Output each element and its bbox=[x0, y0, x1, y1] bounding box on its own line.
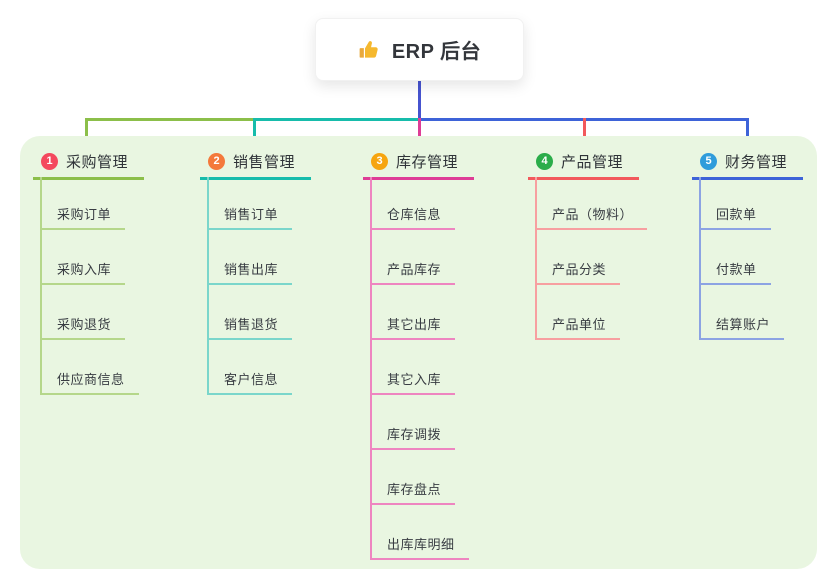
child-node[interactable]: 销售订单 bbox=[207, 201, 293, 230]
branch-purchase: 1 采购管理 采购订单 采购入库 采购退货 供应商信息 bbox=[33, 148, 145, 395]
branch-children-connector bbox=[370, 177, 372, 560]
branch-product: 4 产品管理 产品（物料） 产品分类 产品单位 bbox=[528, 148, 648, 340]
child-node[interactable]: 销售出库 bbox=[207, 256, 293, 285]
child-node-label: 采购订单 bbox=[57, 207, 112, 222]
branch-number-badge: 3 bbox=[371, 152, 388, 170]
branch-number-badge: 5 bbox=[700, 152, 717, 170]
child-node-label: 产品（物料） bbox=[552, 207, 634, 222]
branch-node-sales[interactable]: 2 销售管理 bbox=[200, 148, 312, 180]
connector-segment-middle bbox=[254, 118, 420, 121]
child-node[interactable]: 其它出库 bbox=[370, 311, 456, 340]
branch-node-label: 采购管理 bbox=[66, 153, 129, 171]
child-node-label: 销售订单 bbox=[224, 207, 279, 222]
child-node[interactable]: 其它入库 bbox=[370, 366, 456, 395]
child-node[interactable]: 产品单位 bbox=[535, 311, 621, 340]
child-node[interactable]: 付款单 bbox=[699, 256, 771, 285]
child-node-label: 供应商信息 bbox=[57, 372, 125, 387]
child-node-label: 产品库存 bbox=[387, 262, 442, 277]
child-node-label: 付款单 bbox=[716, 262, 757, 277]
child-node-label: 产品单位 bbox=[552, 317, 607, 332]
child-node[interactable]: 库存调拨 bbox=[370, 421, 456, 450]
root-node[interactable]: ERP 后台 bbox=[315, 18, 524, 81]
child-node-label: 销售退货 bbox=[224, 317, 279, 332]
child-node-label: 客户信息 bbox=[224, 372, 279, 387]
child-node[interactable]: 采购退货 bbox=[40, 311, 126, 340]
child-node[interactable]: 结算账户 bbox=[699, 311, 785, 340]
child-node[interactable]: 库存盘点 bbox=[370, 476, 456, 505]
child-node[interactable]: 出库库明细 bbox=[370, 531, 469, 560]
branch-node-finance[interactable]: 5 财务管理 bbox=[692, 148, 804, 180]
branch-number-badge: 4 bbox=[536, 152, 553, 170]
branch-node-label: 库存管理 bbox=[396, 153, 459, 171]
connector-drop-product bbox=[583, 118, 586, 146]
child-node-label: 产品分类 bbox=[552, 262, 607, 277]
child-node[interactable]: 产品（物料） bbox=[535, 201, 648, 230]
child-node-label: 其它入库 bbox=[387, 372, 442, 387]
branch-node-purchase[interactable]: 1 采购管理 bbox=[33, 148, 145, 180]
child-node-label: 结算账户 bbox=[716, 317, 771, 332]
branch-node-label: 产品管理 bbox=[561, 153, 624, 171]
branch-children-connector bbox=[535, 177, 537, 340]
child-node[interactable]: 供应商信息 bbox=[40, 366, 139, 395]
root-node-label: ERP 后台 bbox=[391, 41, 482, 63]
child-node[interactable]: 客户信息 bbox=[207, 366, 293, 395]
branch-number-badge: 1 bbox=[41, 152, 58, 170]
child-node[interactable]: 采购入库 bbox=[40, 256, 126, 285]
thumbs-up-icon bbox=[358, 38, 381, 61]
child-node[interactable]: 仓库信息 bbox=[370, 201, 456, 230]
child-node-label: 库存调拨 bbox=[387, 427, 442, 442]
connector-drop-inventory bbox=[418, 118, 421, 146]
branch-node-label: 财务管理 bbox=[725, 153, 788, 171]
child-node-label: 采购退货 bbox=[57, 317, 112, 332]
child-node-label: 出库库明细 bbox=[387, 537, 455, 552]
child-node[interactable]: 回款单 bbox=[699, 201, 771, 230]
branch-node-inventory[interactable]: 3 库存管理 bbox=[363, 148, 475, 180]
child-node-label: 仓库信息 bbox=[387, 207, 442, 222]
child-node-label: 销售出库 bbox=[224, 262, 279, 277]
child-node[interactable]: 销售退货 bbox=[207, 311, 293, 340]
branch-inventory: 3 库存管理 仓库信息 产品库存 其它出库 其它入库 库存调拨 库存盘点 出库库… bbox=[363, 148, 475, 560]
child-node-label: 库存盘点 bbox=[387, 482, 442, 497]
child-node-label: 其它出库 bbox=[387, 317, 442, 332]
mindmap-panel bbox=[20, 136, 817, 569]
child-node[interactable]: 产品库存 bbox=[370, 256, 456, 285]
branch-children-connector bbox=[207, 177, 209, 395]
branch-children-connector bbox=[40, 177, 42, 395]
branch-node-product[interactable]: 4 产品管理 bbox=[528, 148, 640, 180]
branch-number-badge: 2 bbox=[208, 152, 225, 170]
branch-node-label: 销售管理 bbox=[233, 153, 296, 171]
child-node-label: 采购入库 bbox=[57, 262, 112, 277]
branch-sales: 2 销售管理 销售订单 销售出库 销售退货 客户信息 bbox=[200, 148, 312, 395]
root-connector-stem bbox=[418, 81, 421, 121]
connector-drop-sales bbox=[253, 118, 256, 146]
child-node-label: 回款单 bbox=[716, 207, 757, 222]
connector-drop-purchase bbox=[85, 118, 88, 146]
connector-segment-left bbox=[85, 118, 254, 121]
child-node[interactable]: 采购订单 bbox=[40, 201, 126, 230]
connector-drop-finance bbox=[746, 118, 749, 146]
branch-finance: 5 财务管理 回款单 付款单 结算账户 bbox=[692, 148, 804, 340]
branch-children-connector bbox=[699, 177, 701, 340]
child-node[interactable]: 产品分类 bbox=[535, 256, 621, 285]
